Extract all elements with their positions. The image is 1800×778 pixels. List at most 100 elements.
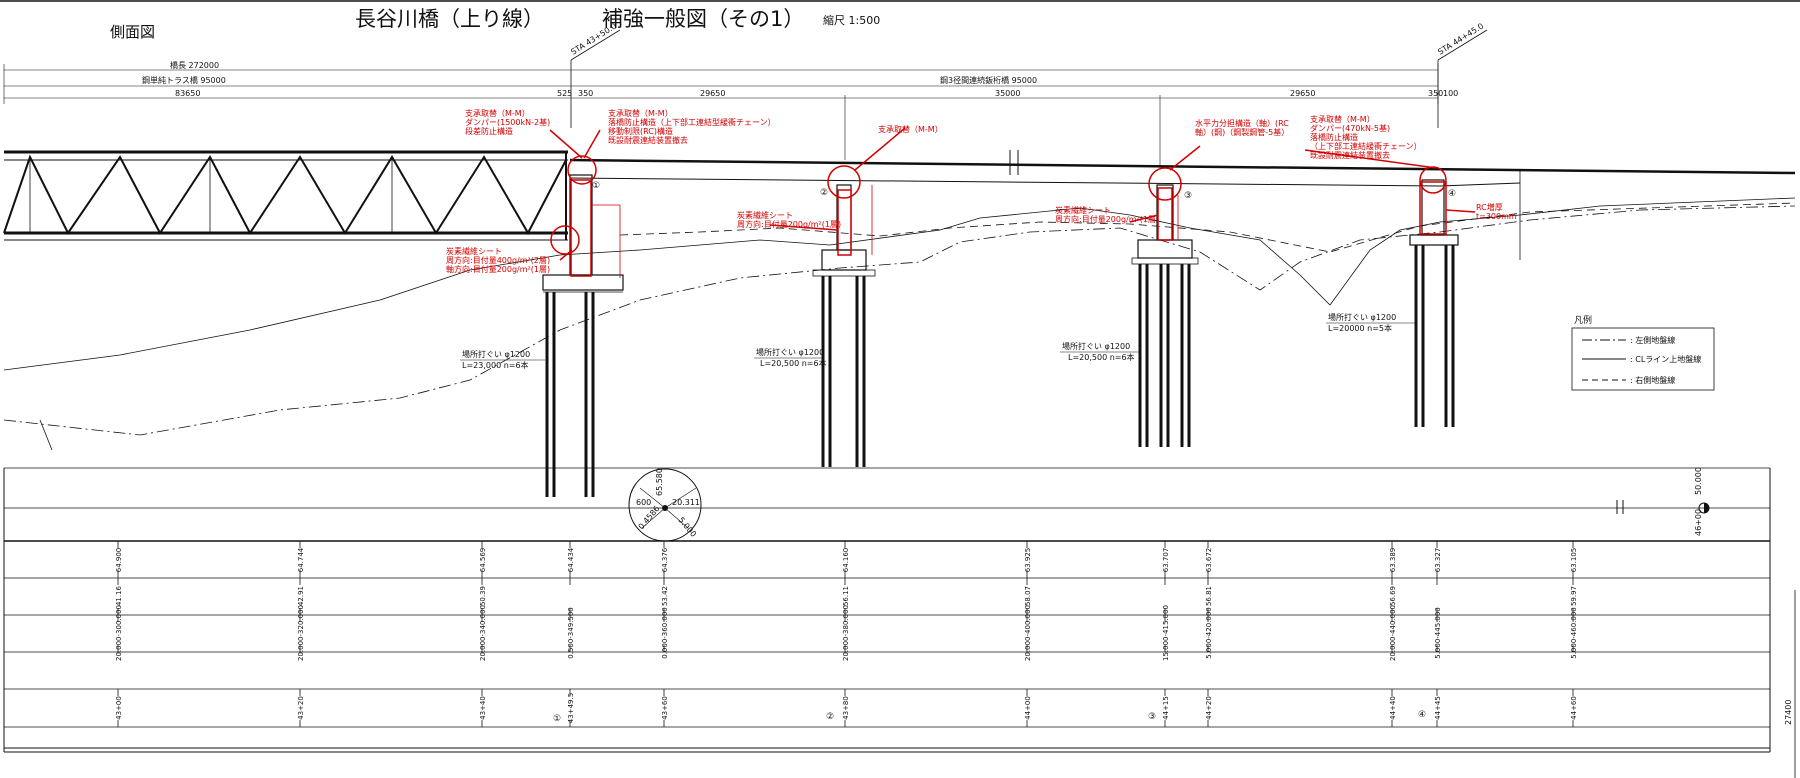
svg-text:周方向:目付量400g/m²(2層): 周方向:目付量400g/m²(2層)	[446, 255, 550, 265]
legend: 凡例 : 左側地盤線 : CLライン上地盤線 : 右側地盤線	[1571, 314, 1715, 391]
profile-cell: 64.744	[297, 547, 305, 572]
svg-text:③: ③	[1148, 712, 1156, 722]
profile-cell: 44+00	[1024, 696, 1032, 720]
girder-deck	[569, 95, 1796, 260]
svg-text:支承取替（M-M）: 支承取替（M-M）	[608, 108, 673, 118]
profile-cell: 59.97	[1570, 586, 1578, 606]
profile-ticks	[117, 541, 1574, 727]
svg-text:L=23,000 n=6本: L=23,000 n=6本	[462, 360, 529, 370]
station-right: STA 44+45.0	[1436, 21, 1485, 56]
svg-text:RC増厚: RC増厚	[1476, 202, 1503, 212]
svg-text:600: 600	[636, 498, 651, 507]
span-dim: 525	[557, 89, 572, 98]
svg-text:段差防止構造: 段差防止構造	[465, 126, 513, 136]
svg-text:27400: 27400	[1784, 700, 1793, 725]
profile-cell: 20.000-380.000	[842, 605, 850, 661]
svg-text:①: ①	[553, 714, 561, 724]
svg-text:既設耐震連結装置撤去: 既設耐震連結装置撤去	[1310, 150, 1390, 160]
svg-text:水平力分担構造（軸）(RC: 水平力分担構造（軸）(RC	[1195, 118, 1289, 128]
span-dim: 100	[1443, 89, 1458, 98]
profile-cell: 64.569	[479, 548, 487, 573]
svg-text:: 左側地盤線: : 左側地盤線	[1630, 335, 1675, 345]
svg-text:落橋防止構造（上下部工連結型緩衝チェーン）: 落橋防止構造（上下部工連結型緩衝チェーン）	[608, 117, 776, 127]
sheet-note-2: 炭素繊維シート 周方向:目付量200g/m²(1層)	[737, 210, 841, 229]
girder-dim: 鋼3径間連続鈑桁橋 95000	[940, 75, 1037, 85]
svg-text:②: ②	[820, 188, 828, 198]
profile-cell: 50.39	[479, 586, 487, 606]
svg-text:場所打ぐい φ1200: 場所打ぐい φ1200	[1062, 341, 1130, 351]
profile-cell: 43+40	[479, 696, 487, 720]
profile-cell: 20.000-440.000	[1389, 605, 1397, 661]
profile-cell: 63.707	[1162, 548, 1170, 573]
profile-cell: 20.000-400.000	[1024, 605, 1032, 661]
svg-text:①: ①	[592, 181, 600, 191]
svg-text:②: ②	[826, 712, 834, 722]
profile-cell: 64.434	[567, 547, 575, 572]
svg-text:5.000: 5.000	[676, 516, 698, 539]
pile-note-1: 場所打ぐい φ1200 L=23,000 n=6本	[460, 349, 545, 370]
station-left: STA 43+50.0	[569, 21, 618, 56]
sheet-note-4: RC増厚 t=300mm	[1476, 202, 1517, 221]
profile-cell: 43+00	[115, 696, 123, 720]
svg-text:場所打ぐい φ1200: 場所打ぐい φ1200	[462, 349, 530, 359]
svg-text:ダンパー(470kN-5基): ダンパー(470kN-5基)	[1310, 123, 1390, 133]
note-1: 支承取替（M-M） ダンパー(1500kN-2基) 段差防止構造	[465, 108, 550, 136]
svg-text:移動制限(RC)構造: 移動制限(RC)構造	[608, 126, 673, 136]
profile-cell: 5.000-460.000	[1570, 607, 1578, 659]
profile-cell: 63.672	[1205, 548, 1213, 573]
pier-2	[812, 184, 876, 467]
svg-text:既設耐震連結装置撤去: 既設耐震連結装置撤去	[608, 135, 688, 145]
svg-text:20.311: 20.311	[672, 498, 700, 507]
svg-text:炭素繊維シート: 炭素繊維シート	[737, 210, 793, 220]
svg-text:落橋防止構造: 落橋防止構造	[1310, 132, 1358, 142]
svg-text:t=300mm: t=300mm	[1476, 212, 1517, 221]
span-dim: 29650	[700, 89, 725, 98]
span-dim: 83650	[175, 89, 200, 98]
retrofit-markup	[549, 127, 1476, 278]
svg-text:④: ④	[1418, 710, 1426, 720]
profile-cell: 43+80	[842, 696, 850, 720]
profile-cell: 42.91	[297, 586, 305, 606]
svg-text:L=20000 n=5本: L=20000 n=5本	[1328, 323, 1392, 333]
svg-text:軸）(鋼)（鋼製鋼管-5基）: 軸）(鋼)（鋼製鋼管-5基）	[1195, 127, 1289, 137]
bridge-length-dim: 橋長 272000	[170, 60, 219, 70]
view-label: 側面図	[110, 23, 155, 41]
span-dim: 29650	[1290, 89, 1315, 98]
profile-cell: 44+40	[1389, 696, 1397, 720]
pier-4	[1409, 179, 1459, 427]
drawing-subtitle: 補強一般図（その1）	[602, 7, 804, 31]
truss-structure	[3, 150, 568, 241]
pier-numbers: ① ② ③ ④ ① ② ③ ④	[553, 181, 1456, 724]
note-4: 水平力分担構造（軸）(RC 軸）(鋼)（鋼製鋼管-5基）	[1195, 118, 1289, 137]
note-2: 支承取替（M-M） 落橋防止構造（上下部工連結型緩衝チェーン） 移動制限(RC)…	[608, 108, 776, 145]
note-5: 支承取替（M-M） ダンパー(470kN-5基) 落橋防止構造 （上下部工連結緩…	[1310, 114, 1422, 160]
profile-cell: 43+60	[661, 696, 669, 720]
scale-label: 縮尺 1:500	[823, 13, 880, 27]
profile-cell: 20.000-300.000	[115, 605, 123, 661]
profile-cell: 56.81	[1205, 586, 1213, 606]
svg-text:場所打ぐい φ1200: 場所打ぐい φ1200	[1328, 312, 1396, 322]
profile-cell: 63.925	[1024, 548, 1032, 573]
profile-cell: 63.105	[1570, 548, 1578, 573]
profile-cell: 5.000-420.000	[1205, 607, 1213, 659]
pier-1	[542, 174, 624, 497]
profile-end-marker: 50.000 46+00 27400	[1694, 467, 1793, 725]
svg-text:L=20,500 n=6本: L=20,500 n=6本	[1068, 352, 1135, 362]
profile-cell: 64.160	[842, 548, 850, 573]
svg-text:50.000: 50.000	[1694, 467, 1703, 495]
svg-text:46+00: 46+00	[1694, 509, 1703, 536]
svg-text:65.580: 65.580	[655, 468, 664, 496]
curve-diagram: 600 20.311 65.580 0.4586 5.000	[628, 468, 702, 542]
profile-cell: 20.000-340.000	[479, 605, 487, 661]
profile-cell: 56.69	[1389, 586, 1397, 606]
profile-cell: 63.389	[1389, 548, 1397, 573]
profile-cell: 44+60	[1570, 696, 1578, 720]
svg-text:支承取替（M-M）: 支承取替（M-M）	[878, 124, 943, 134]
pile-note-2: 場所打ぐい φ1200 L=20,500 n=6本	[754, 347, 827, 368]
span-dim: 350	[1428, 89, 1443, 98]
note-3: 支承取替（M-M）	[878, 124, 943, 134]
svg-text:周方向:目付量200g/m²(1層): 周方向:目付量200g/m²(1層)	[737, 219, 841, 229]
profile-cell: 41.16	[115, 585, 123, 606]
svg-text:: CLライン上地盤線: : CLライン上地盤線	[1630, 354, 1701, 364]
